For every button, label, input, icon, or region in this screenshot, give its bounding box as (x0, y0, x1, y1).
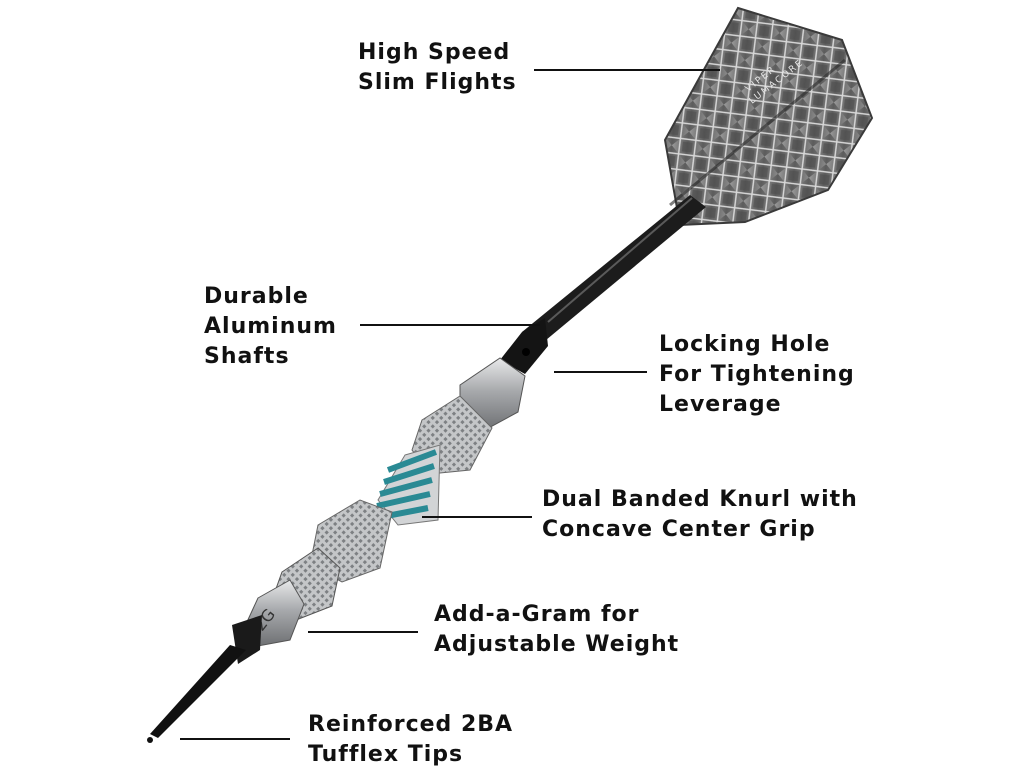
leader-flights (534, 69, 720, 71)
leader-knurl (422, 516, 532, 518)
callout-shafts-line-2: Aluminum (204, 314, 337, 339)
shaft (500, 195, 706, 374)
leader-shafts (360, 324, 540, 326)
callout-shafts: Durable Aluminum Shafts (204, 282, 337, 372)
callout-knurl-line-1: Dual Banded Knurl with (542, 487, 858, 512)
callout-flights: High Speed Slim Flights (358, 38, 517, 98)
tip (147, 615, 262, 743)
callout-tips-line-1: Reinforced 2BA (308, 712, 514, 737)
callout-locking-line-3: Leverage (659, 392, 782, 417)
callout-knurl: Dual Banded Knurl with Concave Center Gr… (542, 485, 858, 545)
callout-shafts-line-3: Shafts (204, 344, 290, 369)
leader-locking (554, 371, 647, 373)
callout-tips: Reinforced 2BA Tufflex Tips (308, 710, 513, 770)
callout-locking-line-1: Locking Hole (659, 332, 831, 357)
callout-locking-line-2: For Tightening (659, 362, 855, 387)
callout-flights-line-1: High Speed (358, 40, 511, 65)
callout-locking: Locking Hole For Tightening Leverage (659, 330, 855, 420)
locking-hole (522, 348, 530, 356)
center-grip (375, 444, 441, 526)
callout-tips-line-2: Tufflex Tips (308, 742, 464, 767)
callout-knurl-line-2: Concave Center Grip (542, 517, 816, 542)
callout-gram-line-2: Adjustable Weight (434, 632, 680, 657)
leader-gram (308, 631, 418, 633)
callout-shafts-line-1: Durable (204, 284, 309, 309)
callout-gram-line-1: Add-a-Gram for (434, 602, 640, 627)
flight: VIPER LUMACORE (663, 6, 874, 227)
callout-flights-line-2: Slim Flights (358, 70, 517, 95)
callout-gram: Add-a-Gram for Adjustable Weight (434, 600, 679, 660)
leader-tips (180, 738, 290, 740)
